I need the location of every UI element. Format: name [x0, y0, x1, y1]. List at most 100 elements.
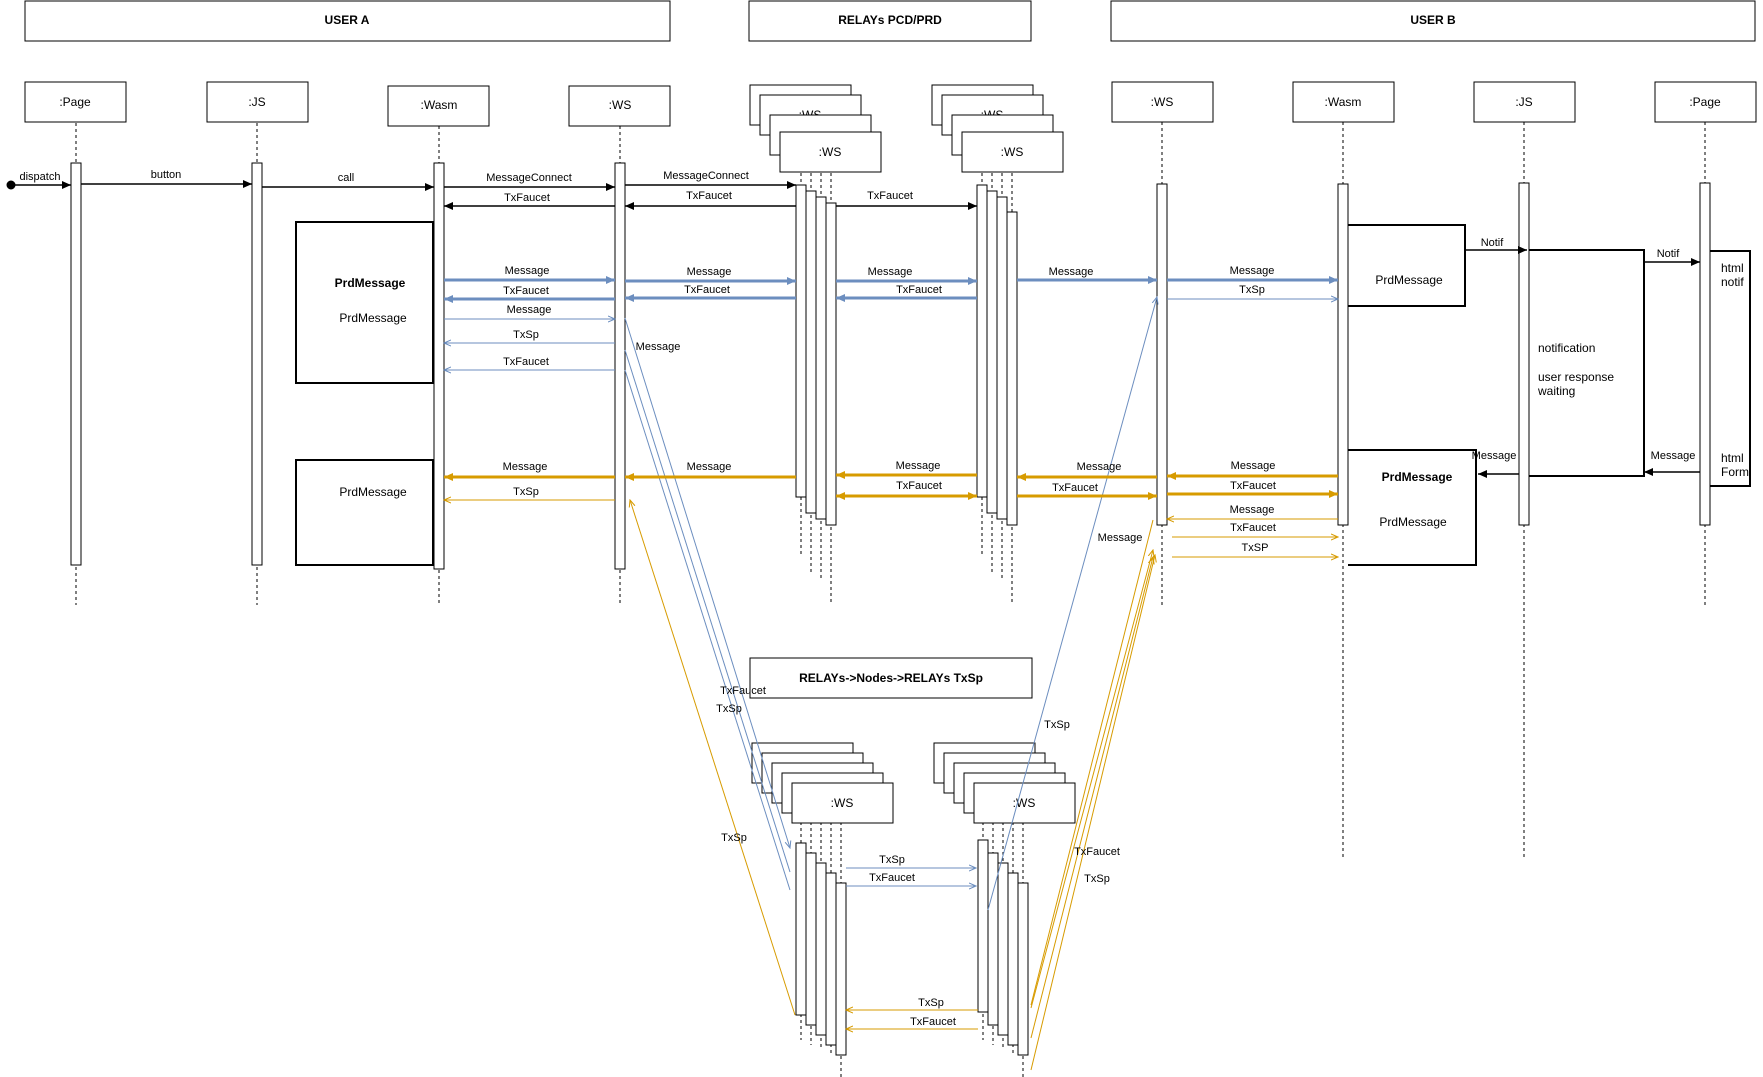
msg-button: button — [151, 169, 182, 181]
note-html-form — [1710, 250, 1751, 487]
activation-bar — [251, 162, 263, 566]
note-html-notif: html — [1721, 261, 1744, 275]
note-prd-bottom-right — [1348, 449, 1477, 566]
msg-message: Message — [687, 266, 732, 278]
lifeline-b-ws: :WS — [1111, 81, 1214, 605]
msg-tx-faucet: TxFaucet — [720, 685, 766, 697]
msg-notif: Notif — [1481, 237, 1505, 249]
lifeline-label: :Wasm — [421, 98, 458, 112]
lifeline-b-wasm: :Wasm — [1292, 81, 1395, 857]
msg-tx-sp-caps: TxSP — [1242, 542, 1269, 554]
activation-bar — [1699, 182, 1711, 526]
msg-tx-faucet: TxFaucet — [910, 1016, 956, 1028]
msg-message: Message — [1472, 450, 1517, 462]
msg-tx-sp: TxSp — [879, 854, 905, 866]
activation-bar — [433, 162, 445, 570]
group-title-user-a: USER A — [325, 13, 370, 27]
lifeline-a-ws: :WS — [568, 85, 671, 605]
lifeline-label: :WS — [1001, 145, 1024, 159]
msg-message: Message — [1651, 450, 1696, 462]
relay-stack-right: :WS :WS :WS — [931, 84, 1064, 603]
note-html-notif-2: notif — [1721, 275, 1744, 289]
msg-message: Message — [507, 304, 552, 316]
msg-message-connect: MessageConnect — [486, 172, 572, 184]
lifeline-label: :Wasm — [1325, 95, 1362, 109]
msg-tx-faucet: TxFaucet — [1230, 480, 1276, 492]
msg-message: Message — [636, 341, 681, 353]
msg-tx-faucet: TxFaucet — [1052, 482, 1098, 494]
activation-bar — [614, 162, 626, 570]
msg-message: Message — [1230, 265, 1275, 277]
msg-tx-faucet: TxFaucet — [1074, 846, 1120, 858]
msg-tx-faucet: TxFaucet — [686, 190, 732, 202]
message-labels: dispatch button call MessageConnect TxFa… — [20, 169, 1696, 1028]
msg-message: Message — [1049, 266, 1094, 278]
msg-tx-sp: TxSp — [513, 486, 539, 498]
activation-bar — [1337, 183, 1349, 526]
msg-message: Message — [687, 461, 732, 473]
note-prd-top-left — [295, 221, 434, 384]
group-title-relays: RELAYs PCD/PRD — [838, 13, 942, 27]
note-prd-bold: PrdMessage — [1382, 470, 1453, 484]
msg-tx-faucet: TxFaucet — [896, 284, 942, 296]
group-title-user-b: USER B — [1410, 13, 1456, 27]
msg-message: Message — [1077, 461, 1122, 473]
msg-tx-faucet: TxFaucet — [504, 192, 550, 204]
msg-dispatch: dispatch — [20, 171, 61, 183]
note-boxes — [295, 221, 1751, 566]
lifeline-label: :Page — [1689, 95, 1721, 109]
lifeline-label: :Page — [59, 95, 91, 109]
activation-bar — [70, 162, 82, 566]
note-prd-top-right — [1348, 224, 1466, 307]
note-prd: PrdMessage — [339, 311, 407, 325]
relay-stack-left: :WS :WS :WS — [749, 84, 882, 603]
msg-tx-faucet: TxFaucet — [684, 284, 730, 296]
group-title-relays-nodes: RELAYs->Nodes->RELAYs TxSp — [799, 671, 983, 685]
node-stack-left: :WS — [751, 742, 894, 1077]
msg-message: Message — [1098, 532, 1143, 544]
activation-bar — [1156, 183, 1168, 526]
lifeline-a-js: :JS — [206, 81, 309, 605]
msg-tx-sp: TxSp — [716, 703, 742, 715]
group-headers: USER A RELAYs PCD/PRD USER B RELAYs->Nod… — [24, 0, 1756, 699]
msg-tx-sp: TxSp — [513, 329, 539, 341]
note-notification — [1528, 249, 1645, 477]
messages-orange — [444, 471, 1338, 1071]
note-user-response-waiting: waiting — [1537, 384, 1575, 398]
msg-call: call — [338, 172, 355, 184]
node-stack-right: :WS — [933, 742, 1076, 1077]
msg-tx-sp: TxSp — [918, 997, 944, 1009]
lifeline-label: :WS — [819, 145, 842, 159]
note-prd: PrdMessage — [1375, 273, 1443, 287]
msg-tx-faucet: TxFaucet — [867, 190, 913, 202]
lifeline-a-page: :Page — [24, 81, 127, 605]
msg-message: Message — [1231, 460, 1276, 472]
messages-black — [6, 180, 1700, 478]
note-html-form-2: Form — [1721, 465, 1749, 479]
msg-tx-faucet: TxFaucet — [1230, 522, 1276, 534]
note-html-form: html — [1721, 451, 1744, 465]
msg-message: Message — [868, 266, 913, 278]
msg-message-connect: MessageConnect — [663, 170, 749, 182]
lifeline-b-js: :JS — [1473, 81, 1576, 857]
note-prd-bold: PrdMessage — [335, 276, 406, 290]
msg-tx-faucet: TxFaucet — [869, 872, 915, 884]
lifeline-label: :WS — [1151, 95, 1174, 109]
msg-notif: Notif — [1657, 248, 1681, 260]
lifeline-label: :WS — [609, 98, 632, 112]
msg-tx-faucet: TxFaucet — [503, 285, 549, 297]
msg-message: Message — [896, 460, 941, 472]
note-prd-bottom-left — [295, 459, 434, 566]
lifeline-b-page: :Page — [1654, 81, 1757, 605]
note-prd: PrdMessage — [339, 485, 407, 499]
lifeline-label: :WS — [831, 796, 854, 810]
msg-tx-sp: TxSp — [1044, 719, 1070, 731]
msg-tx-sp: TxSp — [1084, 873, 1110, 885]
msg-message: Message — [503, 461, 548, 473]
msg-message: Message — [1230, 504, 1275, 516]
msg-message: Message — [505, 265, 550, 277]
note-notification: notification — [1538, 341, 1595, 355]
msg-tx-faucet: TxFaucet — [896, 480, 942, 492]
msg-tx-sp: TxSp — [721, 832, 747, 844]
